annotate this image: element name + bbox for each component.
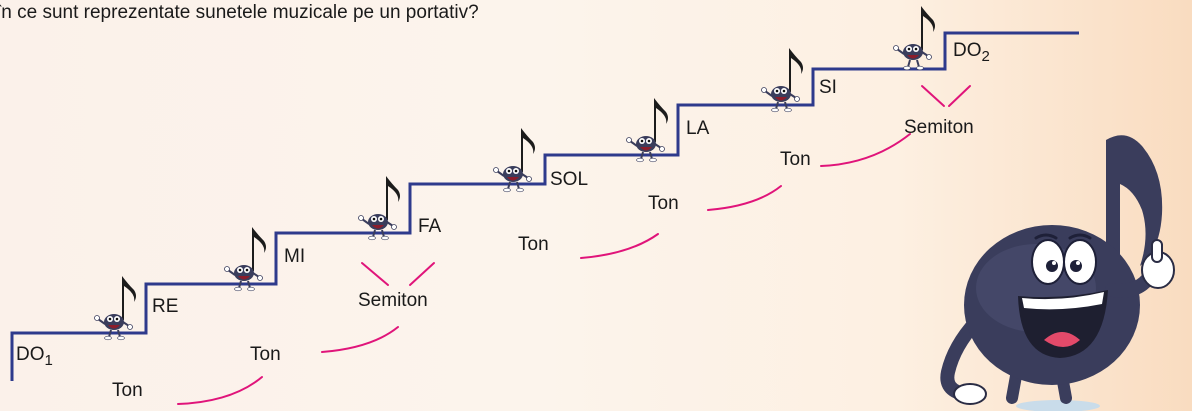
interval-mark xyxy=(921,85,945,107)
staircase-line xyxy=(10,31,1079,381)
note-label-la: LA xyxy=(686,118,710,139)
interval-arc xyxy=(580,233,659,259)
interval-label: Ton xyxy=(780,149,811,170)
large-music-note-mascot xyxy=(940,135,1175,411)
interval-arc xyxy=(321,326,399,353)
music-note-character-icon xyxy=(223,226,267,292)
note-label-sol: SOL xyxy=(550,169,588,190)
interval-label: Semiton xyxy=(358,290,428,311)
interval-mark xyxy=(948,85,971,107)
interval-label: Ton xyxy=(518,234,549,255)
music-note-character-icon xyxy=(760,47,804,113)
music-note-character-icon xyxy=(625,97,669,163)
interval-label: Ton xyxy=(112,380,143,401)
interval-arc xyxy=(177,376,263,405)
question-text: în ce sunt reprezentate sunetele muzical… xyxy=(0,2,479,23)
note-label-si: SI xyxy=(819,77,837,98)
interval-arc xyxy=(707,185,782,211)
note-label-mi: MI xyxy=(284,246,305,267)
interval-arc xyxy=(820,133,911,167)
music-note-character-icon xyxy=(357,175,401,241)
interval-mark xyxy=(361,262,389,286)
music-note-character-icon xyxy=(93,275,137,341)
interval-label: Ton xyxy=(250,344,281,365)
interval-label: Ton xyxy=(648,193,679,214)
note-label-re: RE xyxy=(152,296,178,317)
note-label-do2: DO2 xyxy=(953,40,990,65)
interval-label: Semiton xyxy=(904,117,974,138)
note-label-fa: FA xyxy=(418,216,442,237)
interval-mark xyxy=(409,262,435,286)
music-note-character-icon xyxy=(892,5,936,71)
music-note-character-icon xyxy=(492,127,536,193)
note-label-do1: DO1 xyxy=(16,344,53,369)
